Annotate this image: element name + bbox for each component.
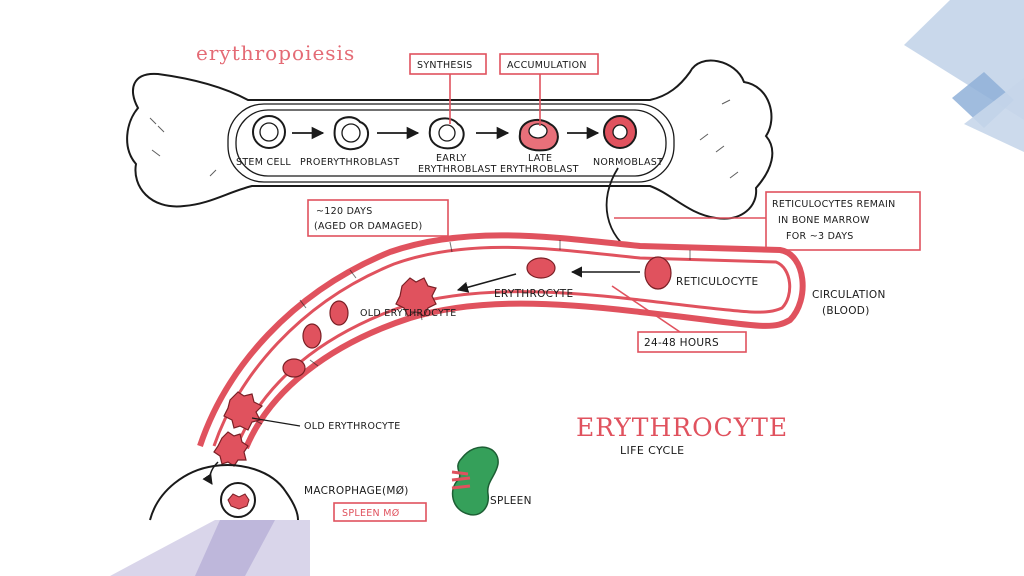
- erythrocyte-cell: [329, 300, 349, 326]
- header-partial-text: erythropoiesis: [196, 41, 355, 65]
- label-erythrocyte: ERYTHROCYTE: [494, 288, 573, 300]
- label-spleen: SPLEEN: [490, 495, 532, 507]
- stage-normoblast: NORMOBLAST: [593, 115, 663, 168]
- macrophage: [149, 461, 299, 521]
- stage-proerythroblast: PROERYTHROBLAST: [300, 116, 400, 168]
- synthesis-box: SYNTHESIS: [409, 53, 487, 124]
- svg-text:SYNTHESIS: SYNTHESIS: [417, 60, 472, 71]
- stage-label: NORMOBLAST: [593, 157, 663, 168]
- stage-stem-cell: STEM CELL: [236, 115, 291, 168]
- svg-text:24-48 HOURS: 24-48 HOURS: [644, 337, 719, 349]
- old-erythrocyte-cell: [213, 431, 249, 467]
- label-reticulocyte: RETICULOCYTE: [676, 276, 758, 288]
- stage-label-line2: ERYTHROBLAST: [500, 164, 579, 175]
- spleen: [451, 446, 499, 516]
- reticulocyte-cell: [644, 256, 672, 290]
- accumulation-box: ACCUMULATION: [499, 53, 599, 126]
- hours-box: 24-48 HOURS: [611, 285, 747, 353]
- old-erythrocyte-cell: [223, 391, 264, 431]
- vessel-arrows: [456, 266, 640, 293]
- erythrocyte-cells: [282, 257, 556, 378]
- blood-vessel: [197, 232, 806, 450]
- stage-label: PROERYTHROBLAST: [300, 157, 400, 168]
- stage-label-line2: ERYTHROBLAST: [418, 164, 497, 175]
- erythrocyte-cell: [282, 358, 306, 378]
- label-old-erythrocyte-top: OLD ERYTHROCYTE: [360, 308, 457, 319]
- old-erythrocyte-cell: [395, 277, 437, 317]
- stage-label: STEM CELL: [236, 157, 291, 168]
- label-macrophage: MACROPHAGE(MØ): [304, 485, 409, 497]
- diagram-title: ERYTHROCYTE: [576, 413, 788, 442]
- decor-bottom-left: [110, 520, 310, 576]
- bone: [126, 59, 774, 220]
- svg-text:FOR ~3 DAYS: FOR ~3 DAYS: [786, 231, 854, 242]
- erythrocyte-cell: [302, 323, 322, 349]
- svg-text:SPLEEN MØ: SPLEEN MØ: [342, 508, 400, 519]
- svg-text:ACCUMULATION: ACCUMULATION: [507, 60, 587, 71]
- label-old-erythrocyte-bottom: OLD ERYTHROCYTE: [304, 421, 401, 432]
- stage-late-erythroblast: LATE ERYTHROBLAST: [500, 118, 579, 175]
- stage-label-line1: EARLY: [436, 153, 466, 164]
- svg-text:(AGED OR DAMAGED): (AGED OR DAMAGED): [314, 221, 423, 232]
- svg-text:IN BONE MARROW: IN BONE MARROW: [778, 215, 870, 226]
- stage-early-erythroblast: EARLY ERYTHROBLAST: [418, 117, 497, 175]
- svg-text:RETICULOCYTES REMAIN: RETICULOCYTES REMAIN: [772, 199, 896, 210]
- decor-top-right: [904, 0, 1024, 152]
- erythrocyte-cell: [526, 257, 556, 279]
- age-box: ~120 DAYS (AGED OR DAMAGED): [307, 199, 449, 237]
- diagram-subtitle: LIFE CYCLE: [620, 444, 685, 457]
- spleen-mo-box: SPLEEN MØ: [333, 502, 427, 522]
- stage-label-line1: LATE: [528, 153, 552, 164]
- reticulocyte-remain-box: RETICULOCYTES REMAIN IN BONE MARROW FOR …: [614, 191, 921, 251]
- old-erythrocyte-pointer: [251, 417, 301, 427]
- label-circulation-line1: CIRCULATION: [812, 289, 886, 301]
- label-circulation-line2: (BLOOD): [822, 305, 870, 317]
- old-erythrocyte-cells: [213, 277, 437, 467]
- svg-text:~120 DAYS: ~120 DAYS: [316, 206, 373, 217]
